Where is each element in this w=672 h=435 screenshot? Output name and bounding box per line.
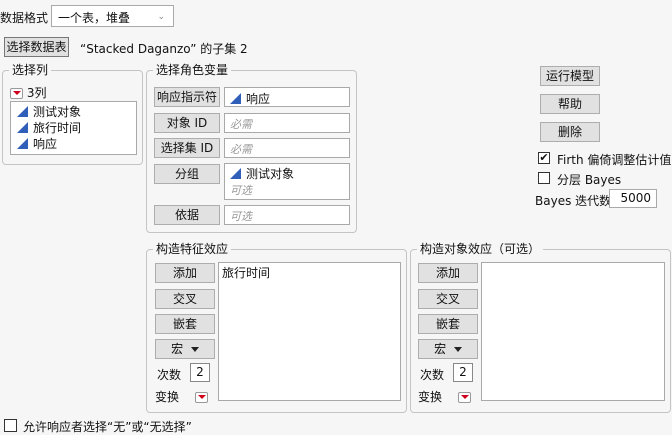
feature-effects-panel: 构造特征效应 添加 交叉 嵌套 宏 次数 2 变换 旅行时间: [146, 242, 407, 413]
subset-name: “Stacked Daganzo” 的子集 2: [80, 42, 248, 56]
column-item[interactable]: 响应: [11, 136, 136, 152]
red-triangle-menu-icon[interactable]: [10, 88, 23, 99]
subject-macros-button[interactable]: 宏: [418, 339, 478, 359]
subject-transform-menu-icon[interactable]: [458, 392, 471, 403]
cast-roles-panel: 选择角色变量 响应指示符 响应 对象 ID 必需 选择集 ID 必需 分组 测试…: [146, 63, 357, 233]
subject-effects-panel: 构造对象效应（可选） 添加 交叉 嵌套 宏 次数 2 变换: [410, 242, 671, 413]
column-item[interactable]: 旅行时间: [11, 120, 136, 136]
column-list[interactable]: 测试对象 旅行时间 响应: [10, 101, 137, 155]
continuous-triangle-icon: [230, 168, 241, 179]
firth-checkbox[interactable]: ✔: [538, 152, 550, 164]
choice-set-id-button[interactable]: 选择集 ID: [154, 138, 220, 158]
feature-effects-title: 构造特征效应: [153, 242, 232, 256]
subject-transform-label: 变换: [418, 390, 443, 404]
choice-set-id-field[interactable]: 必需: [224, 138, 350, 158]
run-model-button[interactable]: 运行模型: [540, 66, 600, 86]
transform-menu-icon[interactable]: [195, 392, 208, 403]
allow-none-checkbox[interactable]: [4, 419, 17, 432]
column-count: 3列: [26, 86, 47, 100]
add-subject-effect-button[interactable]: 添加: [418, 263, 478, 283]
bayes-iterations-input[interactable]: 5000: [609, 189, 657, 208]
remove-button[interactable]: 删除: [540, 122, 600, 142]
freq-button[interactable]: 依据: [154, 205, 220, 225]
hierarchical-bayes-checkbox[interactable]: [538, 172, 550, 184]
grouping-field[interactable]: 测试对象 可选: [224, 163, 350, 200]
select-columns-title: 选择列: [9, 63, 52, 77]
subject-id-button[interactable]: 对象 ID: [154, 113, 220, 133]
cross-subject-effect-button[interactable]: 交叉: [418, 289, 478, 309]
cast-roles-title: 选择角色变量: [153, 63, 232, 77]
freq-field[interactable]: 可选: [224, 205, 350, 225]
degree-input[interactable]: 2: [190, 363, 210, 382]
firth-label: Firth 偏倚调整估计值: [557, 153, 672, 167]
continuous-triangle-icon: [17, 138, 28, 149]
nest-subject-effect-button[interactable]: 嵌套: [418, 314, 478, 334]
dropdown-arrow-icon: [453, 347, 462, 352]
continuous-triangle-icon: [230, 93, 241, 104]
chevron-down-icon: ⌄: [157, 12, 165, 22]
macros-button[interactable]: 宏: [155, 339, 215, 359]
response-indicator-field[interactable]: 响应: [224, 87, 350, 107]
cross-effect-button[interactable]: 交叉: [155, 289, 215, 309]
help-button[interactable]: 帮助: [540, 94, 600, 114]
allow-none-label: 允许响应者选择“无”或“无选择”: [23, 420, 192, 434]
subject-degree-label: 次数: [420, 368, 445, 382]
data-format-label: 数据格式: [0, 11, 49, 25]
nest-effect-button[interactable]: 嵌套: [155, 314, 215, 334]
subject-id-field[interactable]: 必需: [224, 113, 350, 133]
column-item[interactable]: 测试对象: [11, 104, 136, 120]
transform-label: 变换: [155, 390, 180, 404]
feature-effects-list[interactable]: 旅行时间: [218, 262, 401, 401]
select-data-table-button[interactable]: 选择数据表: [4, 37, 69, 57]
continuous-triangle-icon: [17, 106, 28, 117]
subject-effects-list[interactable]: [481, 262, 665, 401]
continuous-triangle-icon: [17, 122, 28, 133]
grouping-button[interactable]: 分组: [154, 164, 220, 184]
data-format-value: 一个表，堆叠: [58, 11, 131, 25]
select-columns-panel: 选择列 3列 测试对象 旅行时间 响应: [2, 63, 143, 165]
dropdown-arrow-icon: [190, 347, 199, 352]
checkmark-icon: ✔: [539, 151, 549, 164]
effect-item[interactable]: 旅行时间: [222, 266, 271, 280]
hierarchical-bayes-label: 分层 Bayes: [557, 173, 622, 187]
response-indicator-button[interactable]: 响应指示符: [154, 87, 220, 107]
bayes-iterations-label: Bayes 迭代数: [535, 194, 612, 208]
degree-label: 次数: [157, 368, 182, 382]
subject-degree-input[interactable]: 2: [453, 363, 473, 382]
subject-effects-title: 构造对象效应（可选）: [417, 242, 544, 256]
data-format-select[interactable]: 一个表，堆叠 ⌄: [51, 5, 174, 27]
add-effect-button[interactable]: 添加: [155, 263, 215, 283]
